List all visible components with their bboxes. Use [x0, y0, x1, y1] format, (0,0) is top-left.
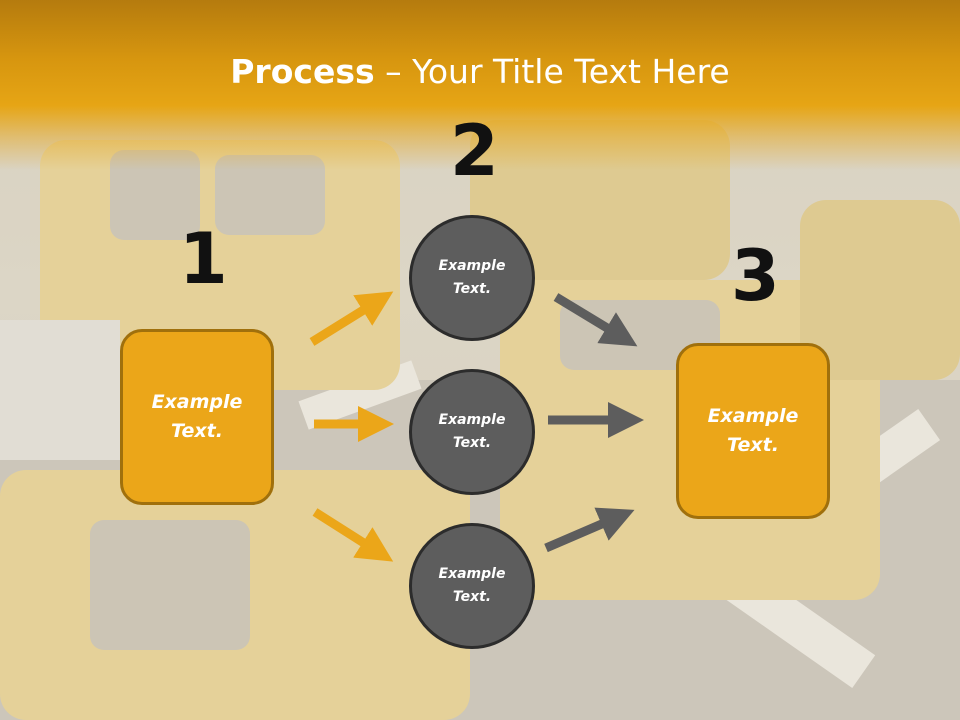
arrow-1-to-bottom: [312, 508, 394, 562]
circle-bottom-line2: Text.: [452, 589, 492, 605]
step-number-2: 2: [450, 110, 499, 192]
arrow-1-to-top: [309, 291, 394, 346]
circle-bottom-line1: Example: [438, 566, 506, 582]
step-3-text-line2: Text.: [727, 434, 779, 456]
title-bold: Process: [230, 52, 375, 91]
arrow-top-to-3: [553, 293, 638, 347]
circle-top-line2: Text.: [452, 281, 492, 297]
circle-middle-line1: Example: [438, 412, 506, 428]
title-rest: – Your Title Text Here: [374, 52, 730, 91]
step-1-text-line2: Text.: [171, 420, 223, 442]
title-banner: [0, 0, 960, 170]
circle-middle-line2: Text.: [452, 435, 492, 451]
step-number-1: 1: [179, 218, 228, 300]
arrow-bottom-to-3: [544, 507, 635, 553]
circle-top-line1: Example: [438, 258, 506, 274]
slide-title[interactable]: Process – Your Title Text Here: [0, 52, 960, 91]
step-1-text-line1: Example: [151, 391, 243, 413]
step-number-3: 3: [731, 235, 780, 317]
step-3-text-line1: Example: [707, 405, 799, 427]
